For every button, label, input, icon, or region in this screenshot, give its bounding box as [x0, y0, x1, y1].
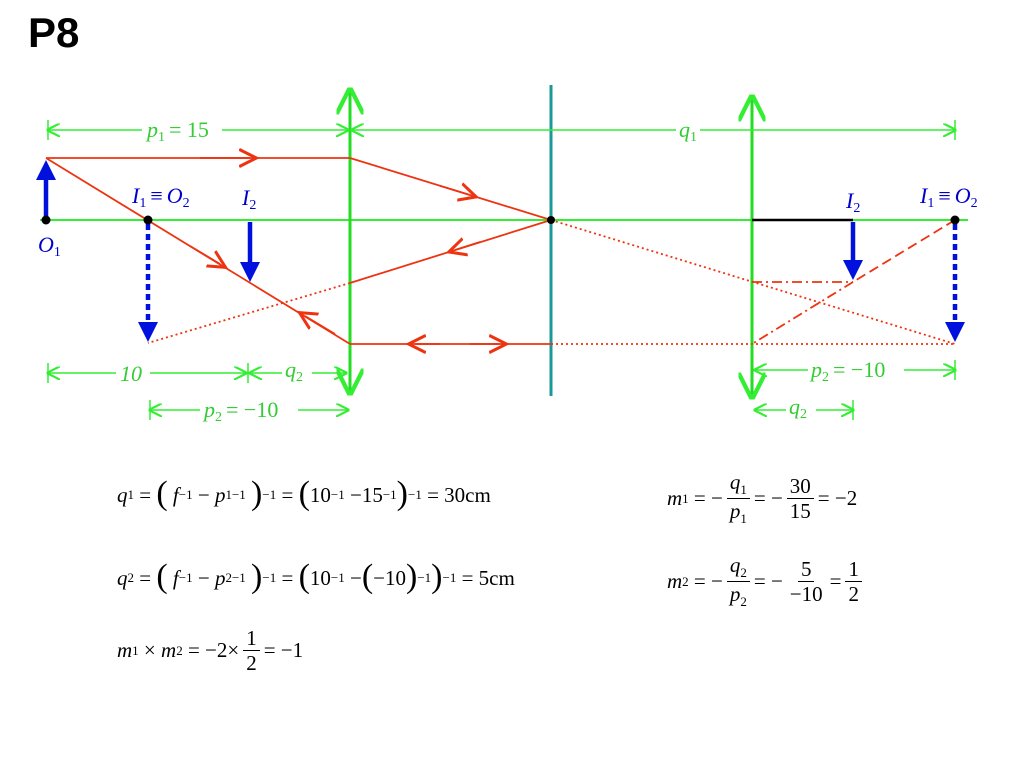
- object-O1: [36, 160, 56, 220]
- ray-dashed-right: [852, 219, 956, 283]
- label-q2-left: q2: [285, 357, 303, 385]
- label-p1: p1= 15: [145, 117, 209, 145]
- label-I1-O2-left: I1≡O2: [131, 183, 190, 211]
- image-I1-left-dotted: [138, 224, 158, 342]
- ray-dashdot-right: [751, 281, 854, 345]
- optics-diagram: p1= 15 q1 O1 I1≡O2 I2 I2 I1≡O2 10 q2 p2=…: [36, 85, 978, 425]
- image-I1-right-dotted: [945, 224, 965, 342]
- point-I1-left: [143, 215, 153, 225]
- point-mirror-center: [547, 216, 555, 224]
- label-q1: q1: [679, 117, 697, 145]
- label-I2-right: I2: [845, 188, 860, 216]
- point-O1: [41, 215, 51, 225]
- ray-reflected-up: [349, 219, 552, 284]
- slide-title: P8: [28, 9, 80, 56]
- label-O1: O1: [38, 232, 61, 260]
- label-p2-left: p2= −10: [202, 397, 278, 425]
- label-p2-right: p2= −10: [809, 357, 885, 385]
- image-I2-right: [843, 222, 863, 280]
- point-I1-right: [950, 215, 960, 225]
- label-ten: 10: [120, 361, 142, 386]
- ray-virtual-extension: [147, 282, 351, 344]
- label-I2-left: I2: [241, 185, 256, 213]
- image-I2-left: [240, 222, 260, 282]
- label-I1-O2-right: I1≡O2: [919, 183, 978, 211]
- label-q2-right: q2: [789, 394, 807, 422]
